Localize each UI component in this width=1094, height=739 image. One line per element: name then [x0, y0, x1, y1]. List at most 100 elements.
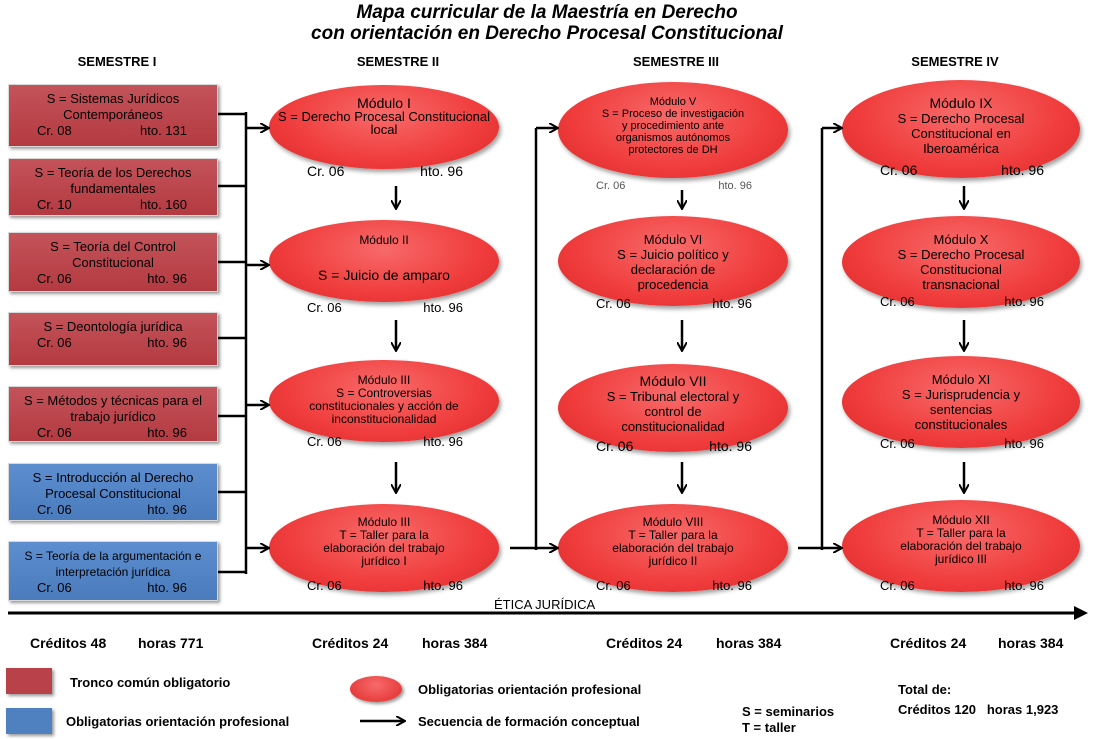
course-hours: hto. 96 [147, 335, 187, 350]
module-credits: Cr. 06 [307, 434, 342, 449]
module-name: Módulo X [933, 232, 989, 247]
module-name: Módulo XI [931, 372, 991, 387]
page-title: Mapa curricular de la Maestría en Derech… [0, 2, 1094, 44]
module-name: Módulo VII [639, 373, 707, 389]
course-box: S = Introducción al Derecho Procesal Con… [8, 463, 218, 521]
module-credits: Cr. 06 [596, 438, 634, 454]
module-credits: Cr. 06 [880, 162, 918, 178]
total-label: Total de: [898, 682, 952, 697]
course-box: S = Sistemas Jurídicos Contemporáneos Cr… [8, 84, 218, 147]
module-credits: Cr. 06 [307, 578, 342, 593]
module-desc: T = Taller para la elaboración del traba… [900, 526, 1022, 566]
semester-4-hours: horas 384 [998, 635, 1064, 651]
course-title: S = Teoría del Control Constitucional [50, 239, 176, 270]
legend-blue-swatch [6, 708, 52, 734]
module-desc: S = Juicio de amparo [318, 267, 450, 283]
total-value: Créditos 120 horas 1,923 [898, 702, 1059, 717]
legend-red-swatch [6, 668, 52, 694]
module-hours: hto. 96 [423, 300, 463, 315]
module-name: Módulo VIII [642, 515, 704, 529]
course-title: S = Métodos y técnicas para el trabajo j… [23, 393, 203, 424]
module-desc: S = Proceso de investigación y procedimi… [601, 108, 745, 156]
legend-red-label: Tronco común obligatorio [70, 675, 231, 690]
module-name: Módulo VI [643, 232, 703, 247]
module-hours: hto. 96 [423, 578, 463, 593]
course-hours: hto. 96 [147, 425, 187, 440]
module-hours: hto. 96 [423, 434, 463, 449]
course-hours: hto. 131 [140, 123, 187, 138]
course-box: S = Teoría de la argumentación e interpr… [8, 541, 218, 601]
module-name: Módulo V [649, 96, 697, 108]
module-credits: Cr. 06 [880, 578, 915, 593]
semester-1-hours: horas 771 [138, 635, 204, 651]
course-box: S = Métodos y técnicas para el trabajo j… [8, 386, 218, 442]
module-credits: Cr. 06 [596, 296, 631, 311]
legend-ellipse-label: Obligatorias orientación profesional [418, 682, 642, 697]
module-name: Módulo III [357, 515, 411, 529]
semester-2-header: SEMESTRE II [356, 54, 440, 69]
module-hours: hto. 96 [1004, 436, 1044, 451]
course-credits: Cr. 08 [37, 123, 72, 138]
course-title: S = Introducción al Derecho Procesal Con… [32, 470, 194, 501]
course-credits: Cr. 06 [37, 502, 72, 517]
module-desc: S = Derecho Procesal Constitucional tran… [897, 247, 1025, 292]
course-credits: Cr. 10 [37, 197, 72, 212]
module-name: Módulo XII [932, 513, 990, 527]
title-line-1: Mapa curricular de la Maestría en Derech… [356, 2, 738, 23]
module-name: Módulo III [357, 373, 411, 387]
course-title: S = Sistemas Jurídicos Contemporáneos [46, 91, 180, 122]
course-hours: hto. 160 [140, 197, 187, 212]
semester-3-credits: Créditos 24 [606, 635, 683, 651]
module-desc: T = Taller para la elaboración del traba… [323, 528, 445, 568]
semester-1-credits: Créditos 48 [30, 635, 107, 651]
module-credits: Cr. 06 [307, 300, 342, 315]
semester-3-hours: horas 384 [716, 635, 782, 651]
module-desc: S = Jurisprudencia y sentencias constitu… [901, 387, 1021, 432]
module-credits: Cr. 06 [307, 163, 345, 179]
module-hours: hto. 96 [712, 578, 752, 593]
module-desc: T = Taller para la elaboración del traba… [612, 528, 734, 568]
legend-arrow-label: Secuencia de formación conceptual [418, 714, 640, 729]
module-name: Módulo I [357, 95, 411, 111]
course-title: S = Teoría de la argumentación e interpr… [24, 549, 202, 579]
module-desc: S = Controversias constitucionales y acc… [309, 386, 459, 426]
semester-3-header: SEMESTRE III [633, 54, 719, 69]
module-hours: hto. 96 [420, 163, 463, 179]
course-credits: Cr. 06 [37, 580, 72, 595]
module-hours: hto. 96 [1004, 578, 1044, 593]
module-hours: hto. 96 [709, 438, 752, 454]
module-hours: hto. 96 [1001, 162, 1044, 178]
course-credits: Cr. 06 [37, 271, 72, 286]
legend-t-definition: T = taller [742, 720, 796, 735]
module-credits: Cr. 06 [596, 180, 626, 192]
course-title: S = Deontología jurídica [43, 319, 183, 334]
ethics-label: ÉTICA JURÍDICA [494, 597, 596, 612]
module-hours: hto. 96 [718, 180, 752, 192]
module-hours: hto. 96 [712, 296, 752, 311]
module-credits: Cr. 06 [596, 578, 631, 593]
course-box: S = Teoría del Control Constitucional Cr… [8, 232, 218, 292]
module-desc: S = Juicio político y declaración de pro… [617, 247, 729, 292]
legend-blue-label: Obligatorias orientación profesional [66, 714, 290, 729]
course-box: S = Teoría de los Derechos fundamentales… [8, 158, 218, 216]
module-desc: S = Tribunal electoral y control de cons… [606, 389, 740, 434]
course-title: S = Teoría de los Derechos fundamentales [34, 165, 192, 196]
legend-ellipse-swatch [350, 676, 402, 702]
semester-4-credits: Créditos 24 [890, 635, 967, 651]
semester-1-header: SEMESTRE I [77, 54, 157, 69]
module-name: Módulo IX [929, 95, 993, 111]
course-hours: hto. 96 [147, 580, 187, 595]
